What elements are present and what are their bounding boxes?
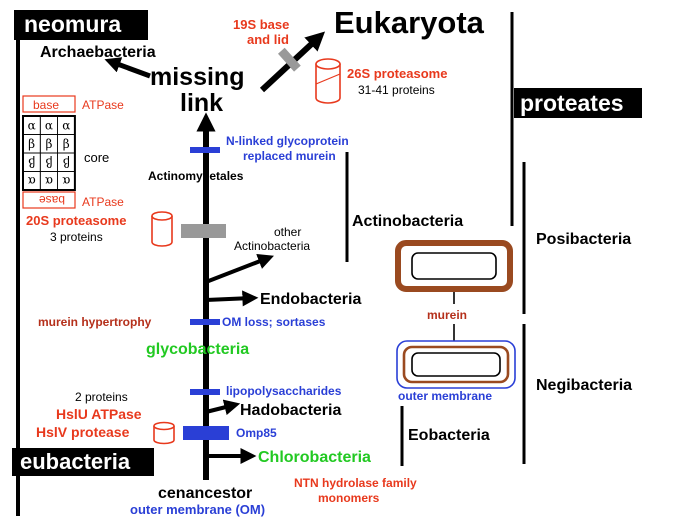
outer-membrane-label: outer membrane bbox=[398, 389, 492, 403]
grid-subunit-upright: β bbox=[45, 137, 52, 151]
grid-subunit-upright: α bbox=[62, 118, 70, 132]
lipopolysaccharides-label: lipopolysaccharides bbox=[226, 384, 342, 398]
neomura-label: neomura bbox=[24, 11, 121, 37]
base-bottom-box bbox=[22, 191, 76, 209]
neomura-banner bbox=[14, 10, 148, 40]
n-linked-line1: N-linked glycoprotein bbox=[226, 134, 349, 148]
gram-positive-membrane bbox=[411, 252, 497, 280]
proteates-label: proteates bbox=[520, 90, 624, 116]
proteins-20s-label: 3 proteins bbox=[50, 230, 103, 244]
base-top-box bbox=[22, 95, 76, 113]
core-label: core bbox=[84, 150, 109, 165]
gram-negative-membrane bbox=[411, 352, 501, 377]
base-top-label: base bbox=[33, 98, 59, 112]
murein-hypertrophy-marker bbox=[190, 319, 220, 325]
outer-membrane-om-label: outer membrane (OM) bbox=[130, 502, 265, 517]
omp85-label: Omp85 bbox=[236, 426, 277, 440]
n-linked-line2: replaced murein bbox=[243, 149, 336, 163]
grid-subunit-inverted: β bbox=[63, 155, 70, 169]
glycobacteria-label: glycobacteria bbox=[146, 341, 249, 358]
ntn-line2: monomers bbox=[318, 491, 380, 505]
arrow-hadobacteria bbox=[205, 399, 241, 416]
grid-subunit-upright: α bbox=[28, 118, 36, 132]
base-19s-marker bbox=[277, 47, 301, 72]
base-19s-line1: 19S base bbox=[233, 17, 289, 32]
ntn-line1: NTN hydrolase family bbox=[294, 476, 417, 490]
other-label: other bbox=[274, 225, 301, 239]
cenancestor-label: cenancestor bbox=[158, 485, 252, 502]
eubacteria-label: eubacteria bbox=[20, 449, 131, 474]
om-loss-label: OM loss; sortases bbox=[222, 315, 326, 329]
arrow-other-actinobacteria bbox=[205, 254, 274, 284]
grid-subunit-inverted: β bbox=[45, 155, 52, 169]
two-proteins-label: 2 proteins bbox=[75, 390, 128, 404]
omp85-marker bbox=[183, 426, 229, 440]
actinomycetales-label: Actinomycetales bbox=[148, 169, 244, 183]
proteins-26s-label: 31-41 proteins bbox=[358, 83, 435, 97]
grid-subunit-upright: α bbox=[45, 118, 53, 132]
murein-hypertrophy-label: murein hypertrophy bbox=[38, 315, 152, 329]
endobacteria-label: Endobacteria bbox=[260, 291, 361, 308]
atpase-bottom-label: ATPase bbox=[82, 195, 124, 209]
hslu-label: HslU ATPase bbox=[56, 406, 142, 422]
other-actinobacteria-label: Actinobacteria bbox=[234, 239, 310, 253]
proteasome-20s-icon bbox=[151, 211, 173, 247]
eubacteria-banner bbox=[12, 448, 154, 476]
proteasome-20s-label: 20S proteasome bbox=[26, 213, 126, 228]
chlorobacteria-label: Chlorobacteria bbox=[258, 449, 371, 466]
arrow-to-archaebacteria bbox=[104, 57, 151, 79]
n-linked-marker bbox=[190, 147, 220, 153]
grid-subunit-inverted: α bbox=[28, 174, 36, 188]
grid-subunit-upright: β bbox=[28, 137, 35, 151]
base-19s-line2: and lid bbox=[247, 32, 289, 47]
negibacteria-label: Negibacteria bbox=[536, 377, 632, 394]
link-label: link bbox=[180, 89, 223, 117]
eukaryota-label: Eukaryota bbox=[334, 5, 485, 40]
eobacteria-label: Eobacteria bbox=[408, 427, 490, 444]
grid-cell bbox=[57, 171, 76, 191]
grid-subunit-upright: β bbox=[63, 137, 70, 151]
posibacteria-label: Posibacteria bbox=[536, 231, 631, 248]
hslv-label: HslV protease bbox=[36, 424, 130, 440]
proteasome-26s-icon bbox=[315, 58, 341, 104]
archaebacteria-label: Archaebacteria bbox=[40, 44, 156, 61]
atpase-top-label: ATPase bbox=[82, 98, 124, 112]
proteasome-20s-marker bbox=[181, 224, 226, 238]
missing-label: missing bbox=[150, 63, 244, 91]
grid-subunit-inverted: β bbox=[28, 155, 35, 169]
murein-label: murein bbox=[427, 308, 467, 322]
hadobacteria-label: Hadobacteria bbox=[240, 402, 341, 419]
grid-subunit-inverted: α bbox=[62, 174, 70, 188]
hslv-cylinder-icon bbox=[153, 421, 175, 445]
arrow-endobacteria bbox=[205, 290, 259, 307]
proteasome-26s-label: 26S proteasome bbox=[347, 66, 447, 81]
proteates-banner bbox=[514, 88, 642, 118]
actinobacteria-label: Actinobacteria bbox=[352, 213, 463, 230]
grid-subunit-inverted: α bbox=[45, 174, 53, 188]
base-bottom-label: base bbox=[39, 193, 65, 207]
lipopolysaccharides-marker bbox=[190, 389, 220, 395]
